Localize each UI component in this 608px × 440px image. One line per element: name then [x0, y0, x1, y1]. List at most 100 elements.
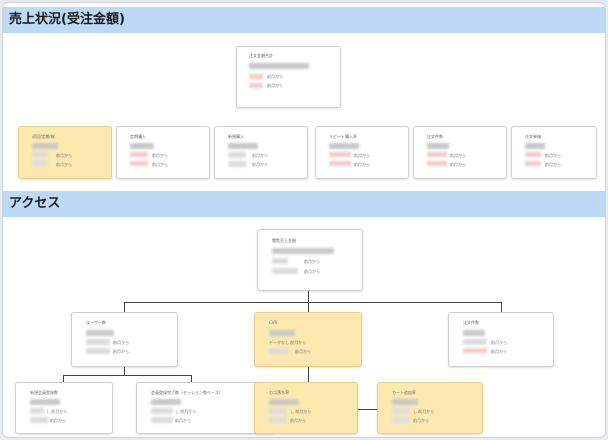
delta-label: 前月から: [545, 153, 561, 158]
delta-label: 前月から: [175, 418, 191, 423]
card-title: 初回/定期/総: [32, 134, 55, 139]
delta-label: 前月から: [295, 349, 311, 354]
connector-line: [308, 367, 309, 383]
total-orders-card[interactable]: 注文金額合計 前月から 前月から: [236, 46, 341, 108]
value-blurred: [32, 143, 58, 149]
delta-label: 前月から: [267, 74, 283, 79]
change-badge: [272, 268, 298, 274]
cart-abandon-card[interactable]: カゴ落ち率 し 前月から 前月から: [254, 382, 358, 434]
sales-card-5[interactable]: 注文件数 前月から 前月から: [413, 126, 507, 179]
change-badge: [249, 83, 263, 88]
delta-label: 前月から: [545, 162, 561, 167]
delta-label: し 前月から: [290, 409, 312, 414]
connector-line: [124, 367, 125, 376]
change-badge: [269, 408, 287, 414]
delta-label: し 前月から: [46, 409, 68, 414]
sales-card-3[interactable]: 新規購入 前月から 前月から: [214, 126, 308, 179]
connector-line: [358, 409, 378, 410]
cvr-card[interactable]: CVR データなし 前月から 前月から: [254, 312, 362, 367]
change-badge: [392, 417, 410, 423]
card-title: リピート購入率: [329, 134, 357, 139]
cart-add-card[interactable]: カート追加率 し 前月から 前月から: [377, 382, 483, 434]
delta-label: 前月から: [252, 162, 268, 167]
card-title: CVR: [269, 320, 278, 325]
delta-label: 前月から: [354, 162, 370, 167]
value-blurred: [269, 399, 299, 405]
change-badge: [392, 408, 410, 414]
change-badge: [151, 417, 173, 423]
change-badge: [151, 408, 173, 414]
change-badge: [228, 161, 246, 167]
connector-line: [191, 375, 192, 383]
change-badge: [329, 152, 351, 157]
card-title: 注文件数: [427, 134, 443, 139]
delta-label: 前月から: [491, 349, 507, 354]
value-blurred: [272, 248, 334, 254]
delta-label: 前月から: [152, 153, 168, 158]
delta-label: 前月から: [413, 418, 429, 423]
delta-label: 前月から: [50, 418, 66, 423]
connector-line: [308, 291, 309, 303]
delta-label: し 前月から: [413, 409, 435, 414]
sales-card-2[interactable]: 定期購入 前月から 前月から: [116, 126, 210, 179]
delta-label: 前月から: [113, 349, 129, 354]
change-badge: [427, 161, 447, 166]
value-blurred: [151, 399, 181, 405]
change-badge: [86, 339, 110, 345]
sales-section-header: 売上状況(受注金額): [3, 7, 605, 33]
change-badge: [228, 152, 246, 158]
change-badge: [30, 417, 48, 423]
connector-line: [63, 375, 64, 383]
registration-card[interactable]: 会員登録完了数（セッション数ベース） し 前月から 前月から: [136, 382, 274, 434]
users-card[interactable]: ユーザー数 前月から 前月から: [71, 312, 178, 367]
new-users-card[interactable]: 新規会員登録数 し 前月から 前月から: [15, 382, 113, 434]
delta-label: 前月から: [450, 162, 466, 167]
change-badge: [249, 74, 263, 79]
change-badge: [272, 258, 288, 264]
sales-card-1[interactable]: 初回/定期/総 前月から 前月から: [18, 126, 112, 179]
delta-label: 前月から: [56, 162, 72, 167]
value-blurred: [463, 330, 485, 336]
card-title: 定期購入: [130, 134, 146, 139]
delta-label: 前月から: [267, 83, 283, 88]
value-blurred: [525, 143, 545, 149]
access-total-card[interactable]: 閲覧売上金額 前月から 前月から: [257, 229, 363, 291]
delta-label: 前月から: [304, 269, 320, 274]
delta-label: 前月から: [113, 340, 129, 345]
value-blurred: [392, 399, 418, 405]
value-blurred: [329, 143, 359, 149]
card-title: 注文件数: [463, 320, 479, 325]
delta-label: 前月から: [290, 418, 306, 423]
value-blurred: [228, 143, 258, 149]
change-badge: [329, 161, 351, 166]
orders-card[interactable]: 注文件数 前月から 前月から: [448, 312, 554, 367]
value-blurred: [427, 143, 449, 149]
change-badge: [463, 348, 487, 353]
connector-line: [308, 302, 309, 313]
delta-label: 前月から: [304, 259, 320, 264]
connector-line: [124, 302, 502, 303]
change-badge: [32, 160, 48, 166]
change-badge: [269, 417, 287, 423]
change-badge: [130, 161, 148, 166]
value-blurred: [269, 330, 295, 336]
card-title: カート追加率: [392, 390, 416, 395]
value-blurred: [130, 143, 154, 149]
delta-label: 前月から: [152, 162, 168, 167]
card-title: 会員登録完了数（セッション数ベース）: [151, 390, 223, 395]
access-section-header: アクセス: [3, 191, 605, 217]
delta-label: 前月から: [450, 153, 466, 158]
card-title: ユーザー数: [86, 320, 106, 325]
card-title: 新規会員登録数: [30, 390, 58, 395]
change-badge: [525, 161, 541, 166]
card-title: 注文金額合計: [249, 53, 273, 58]
connector-line: [63, 375, 191, 376]
card-title: 閲覧売上金額: [272, 238, 296, 243]
sales-card-4[interactable]: リピート購入率 前月から 前月から: [315, 126, 409, 179]
value-blurred: [249, 63, 309, 69]
delta-label: 前月から: [354, 153, 370, 158]
sales-card-6[interactable]: 注文単価 前月から 前月から: [511, 126, 597, 179]
delta-label: データなし 前月から: [269, 340, 307, 345]
delta-label: し 前月から: [175, 409, 197, 414]
delta-label: 前月から: [56, 153, 72, 158]
